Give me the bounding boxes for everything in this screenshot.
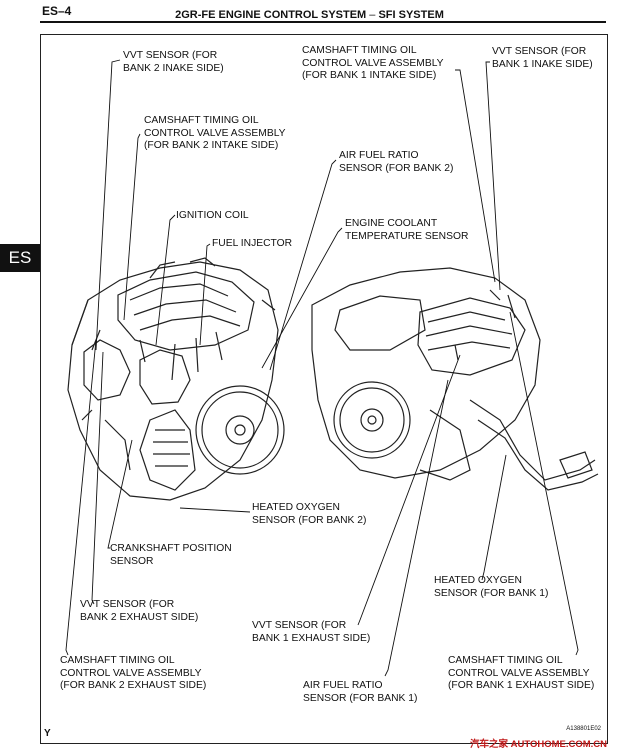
label-fuel-injector: FUEL INJECTOR xyxy=(212,238,293,249)
leader-ignition-coil xyxy=(155,214,176,346)
label-ocv-bank2-intake: CAMSHAFT TIMING OIL CONTROL VALVE ASSEMB… xyxy=(144,115,286,151)
label-heated-oxygen-bank1: HEATED OXYGEN SENSOR (FOR BANK 1) xyxy=(434,575,549,599)
header-title-sub: SFI SYSTEM xyxy=(378,9,444,21)
header-title-separator: – xyxy=(366,9,379,21)
label-vvt-sensor-bank2-exhaust: VVT SENSOR (FOR BANK 2 EXHAUST SIDE) xyxy=(80,599,199,623)
page-code: ES–4 xyxy=(42,4,72,18)
leader-afr-b2 xyxy=(269,159,337,371)
footer-mark: Y xyxy=(44,728,51,739)
label-ocv-bank1-exhaust: CAMSHAFT TIMING OIL CONTROL VALVE ASSEMB… xyxy=(448,655,595,691)
leader-vvt-b2-exhaust xyxy=(91,351,104,605)
leader-ocv-b1-intake xyxy=(455,69,496,283)
leader-fuel-injector xyxy=(199,243,211,346)
label-ignition-coil: IGNITION COIL xyxy=(176,210,249,221)
left-engine-drawing xyxy=(67,257,285,501)
header-title-main: 2GR-FE ENGINE CONTROL SYSTEM xyxy=(175,9,367,21)
leader-ocv-b2-intake xyxy=(123,133,141,321)
header-rule xyxy=(40,21,606,23)
label-ocv-bank1-intake: CAMSHAFT TIMING OIL CONTROL VALVE ASSEMB… xyxy=(302,45,444,81)
leader-ho2-b2 xyxy=(179,507,251,513)
label-engine-coolant-temp-sensor: ENGINE COOLANT TEMPERATURE SENSOR xyxy=(345,218,469,242)
label-vvt-sensor-bank2-intake: VVT SENSOR (FOR BANK 2 INAKE SIDE) xyxy=(123,50,224,74)
label-air-fuel-ratio-bank1: AIR FUEL RATIO SENSOR (FOR BANK 1) xyxy=(303,680,418,704)
figure-id: A138801E02 xyxy=(566,726,601,732)
watermark: 汽车之家 AUTOHOME.COM.CN xyxy=(469,739,607,750)
leader-afr-b1 xyxy=(384,379,449,677)
label-ocv-bank2-exhaust: CAMSHAFT TIMING OIL CONTROL VALVE ASSEMB… xyxy=(60,655,207,691)
leader-ocv-b1-exhaust xyxy=(509,311,579,656)
label-air-fuel-ratio-bank2: AIR FUEL RATIO SENSOR (FOR BANK 2) xyxy=(339,150,454,174)
leader-vvt-b1-exhaust xyxy=(357,354,461,626)
leader-ho2-b1 xyxy=(481,454,507,581)
header-title: 2GR-FE ENGINE CONTROL SYSTEM – SFI SYSTE… xyxy=(0,9,619,21)
leader-ocv-b2-exhaust xyxy=(65,339,97,656)
leader-vvt-b1-intake xyxy=(485,61,501,291)
leader-lines xyxy=(65,59,579,677)
leader-crank xyxy=(107,439,133,549)
label-vvt-sensor-bank1-exhaust: VVT SENSOR (FOR BANK 1 EXHAUST SIDE) xyxy=(252,620,371,644)
leader-coolant xyxy=(261,227,343,369)
label-vvt-sensor-bank1-intake: VVT SENSOR (FOR BANK 1 INAKE SIDE) xyxy=(492,46,593,70)
label-heated-oxygen-bank2: HEATED OXYGEN SENSOR (FOR BANK 2) xyxy=(252,502,367,526)
right-engine-drawing xyxy=(311,267,599,491)
leader-vvt-b2-intake xyxy=(95,59,121,351)
diagram-frame xyxy=(40,34,608,744)
section-tab: ES xyxy=(0,244,40,272)
label-crankshaft-position-sensor: CRANKSHAFT POSITION SENSOR xyxy=(110,543,232,567)
